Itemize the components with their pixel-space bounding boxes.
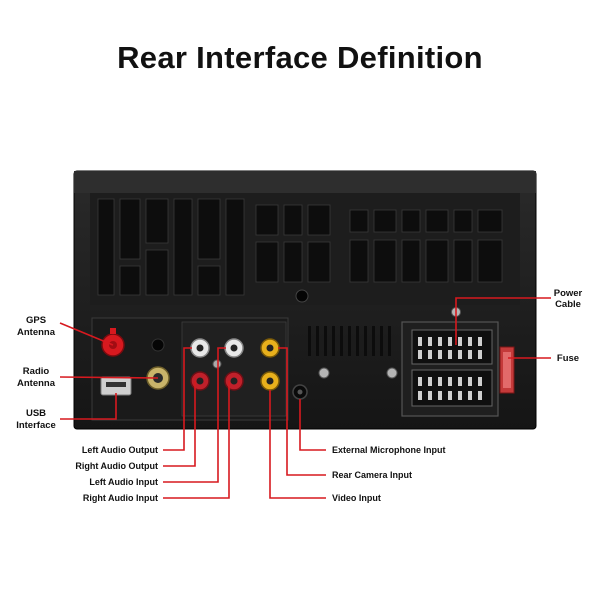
- labels: GPS Antenna Radio Antenna USB Interface …: [16, 288, 582, 503]
- label-radio-antenna-line2: Antenna: [17, 378, 56, 389]
- callout-rear-camera-input: [278, 347, 326, 476]
- callout-left-audio-output: [163, 347, 192, 451]
- fuse: [499, 346, 515, 394]
- rca-jack-left-audio-input: [224, 338, 244, 358]
- callout-left-audio-input: [163, 347, 226, 483]
- heat-sink-relief: [97, 198, 503, 296]
- callout-right-audio-input: [163, 381, 230, 499]
- rca-jack-left-audio-output: [190, 338, 210, 358]
- rca-jack-right-audio-output: [190, 371, 210, 391]
- label-gps-antenna-line2: Antenna: [17, 327, 56, 338]
- label-usb-interface-line1: USB: [26, 408, 46, 419]
- callout-external-microphone-input: [299, 399, 326, 451]
- label-rear-camera-input: Rear Camera Input: [332, 470, 412, 480]
- rca-jack-right-audio-input: [224, 371, 244, 391]
- spare-hole: [151, 338, 165, 352]
- callout-gps-antenna: [59, 322, 114, 346]
- label-gps-antenna-line1: GPS: [26, 315, 46, 326]
- screw-panel-b: [386, 367, 398, 379]
- screw-hole-top: [295, 289, 309, 303]
- center-screw: [212, 359, 222, 369]
- label-left-audio-output: Left Audio Output: [82, 445, 158, 455]
- rca-jack-rear-camera-input: [260, 338, 280, 358]
- connector-panel: [91, 317, 289, 421]
- label-right-audio-output: Right Audio Output: [75, 461, 158, 471]
- vent-slots: [308, 326, 391, 356]
- rca-jack-video-input: [260, 371, 280, 391]
- microphone-jack: [292, 384, 308, 400]
- label-fuse: Fuse: [557, 353, 579, 364]
- label-usb-interface-line2: Interface: [16, 420, 56, 431]
- callout-lines: [59, 297, 551, 499]
- label-power-cable-line1: Power: [554, 288, 583, 299]
- label-left-audio-input: Left Audio Input: [89, 477, 158, 487]
- callout-video-input: [269, 390, 326, 499]
- label-right-audio-input: Right Audio Input: [83, 493, 158, 503]
- iso-power-connector: [401, 321, 499, 417]
- page-title: Rear Interface Definition: [117, 40, 483, 75]
- label-video-input: Video Input: [332, 493, 381, 503]
- usb-port: [100, 376, 132, 396]
- screw-panel-a: [318, 367, 330, 379]
- callout-radio-antenna: [59, 376, 159, 379]
- label-power-cable-line2: Cable: [555, 299, 581, 310]
- label-external-microphone-input: External Microphone Input: [332, 445, 446, 455]
- callout-power-cable: [455, 297, 551, 345]
- label-radio-antenna-line1: Radio: [23, 366, 50, 377]
- callout-right-audio-output: [163, 381, 196, 467]
- callout-usb-interface: [60, 393, 117, 420]
